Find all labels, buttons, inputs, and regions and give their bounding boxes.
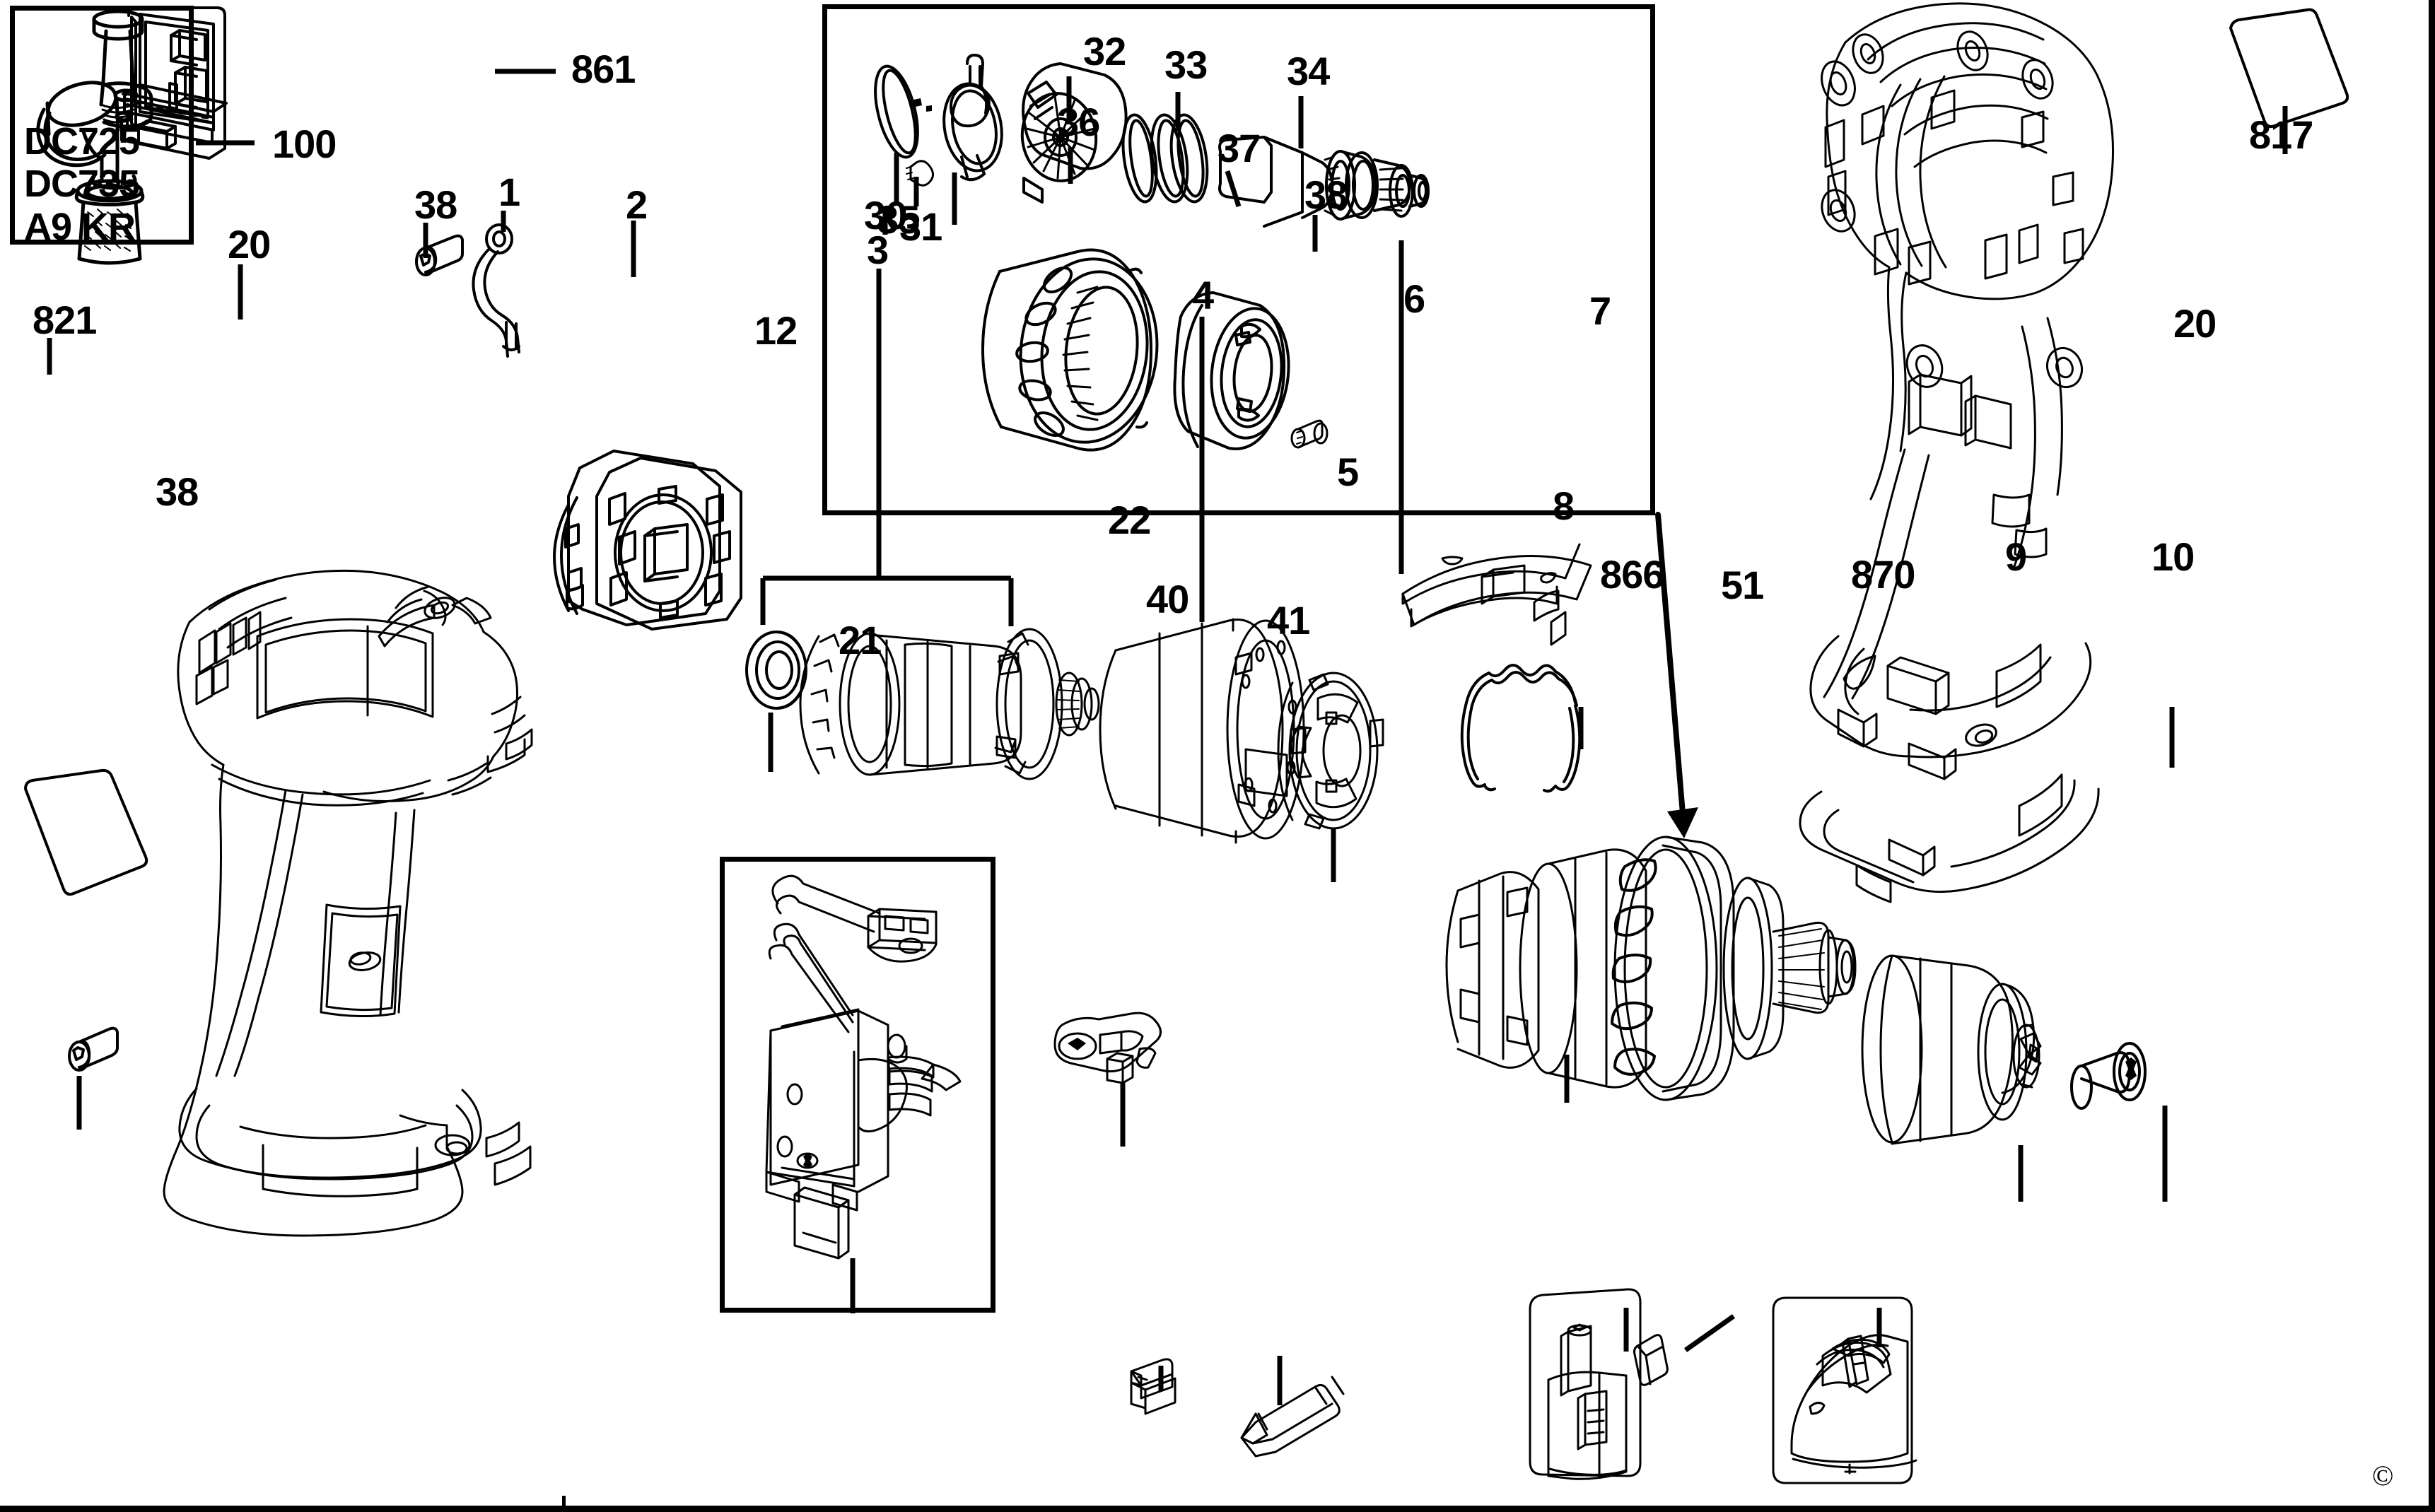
part-5-end-plate xyxy=(1278,673,1383,828)
part-12-bearing xyxy=(747,632,806,708)
part-8-gearbox xyxy=(1447,837,1855,1100)
callout-2: 2 xyxy=(626,182,648,227)
callout-7: 7 xyxy=(1589,288,1611,333)
callout-821: 821 xyxy=(33,298,97,342)
callout-20: 20 xyxy=(2173,301,2217,346)
callout-1: 1 xyxy=(498,170,520,214)
part-35-setscrew xyxy=(906,161,933,186)
sheet-right-border xyxy=(2429,0,2435,1512)
part-51-terminal-cover xyxy=(1635,1335,1668,1385)
callout-34: 34 xyxy=(1287,49,1330,93)
part-9-chuck xyxy=(1862,956,2040,1144)
part-30-washer xyxy=(868,62,932,162)
model-line-3: A9 KR xyxy=(24,205,136,248)
callout-38: 38 xyxy=(156,469,199,514)
callout-10: 10 xyxy=(2151,534,2195,579)
callout-12: 12 xyxy=(754,308,798,353)
part-866-battery xyxy=(1530,1289,1640,1479)
callout-8: 8 xyxy=(1553,484,1575,528)
callout-35: 35 xyxy=(877,197,920,242)
callout-38: 38 xyxy=(414,182,457,227)
callout-40: 40 xyxy=(1146,577,1189,621)
callout-4: 4 xyxy=(1192,273,1214,317)
callout-6: 6 xyxy=(1403,276,1425,321)
callout-41: 41 xyxy=(1267,598,1310,643)
sheet-bottom-tick xyxy=(562,1496,566,1506)
inset-to-part8-arrow xyxy=(1658,515,1698,838)
leader-lines xyxy=(49,71,2285,1405)
callout-817: 817 xyxy=(2249,112,2313,157)
part-870-charger xyxy=(1773,1298,1916,1483)
part-36-ring-gear xyxy=(983,250,1166,450)
callout-51: 51 xyxy=(1721,563,1764,607)
callout-870: 870 xyxy=(1851,552,1915,597)
copyright-symbol: © xyxy=(2372,1460,2394,1492)
part-40-bit-clip xyxy=(1131,1359,1175,1414)
part-21-switch xyxy=(766,876,960,1258)
callout-3: 3 xyxy=(867,228,889,272)
part-2-brush-holder xyxy=(554,451,741,629)
part-34-spindle xyxy=(1220,137,1428,226)
model-line-2: DC735 xyxy=(24,163,140,206)
part-821-nameplate xyxy=(25,770,146,894)
callout-5: 5 xyxy=(1337,450,1359,494)
model-variant-text: DC725 DC735 A9 KR xyxy=(24,120,140,248)
part-100-side-handle xyxy=(38,11,151,263)
callout-32: 32 xyxy=(1083,29,1126,74)
callout-9: 9 xyxy=(2005,534,2027,579)
model-line-1: DC725 xyxy=(24,120,140,163)
part-4-field-case xyxy=(1100,619,1304,843)
callout-33: 33 xyxy=(1164,42,1208,87)
part-7-spring-clip xyxy=(1462,665,1580,791)
part-37-bearing-housing xyxy=(1174,293,1295,449)
part-6-selector-cover xyxy=(1403,544,1591,645)
part-20-housing-right xyxy=(1800,4,2113,902)
part-817-label xyxy=(2231,10,2347,127)
callout-31: 31 xyxy=(899,204,942,249)
callout-861: 861 xyxy=(571,47,636,91)
callout-20: 20 xyxy=(228,222,271,266)
switch-assembly-inset xyxy=(720,857,995,1313)
sheet-bottom-border xyxy=(0,1506,2435,1512)
callout-100: 100 xyxy=(272,122,337,166)
callout-37: 37 xyxy=(1218,126,1261,170)
part-32-fan xyxy=(1017,64,1126,202)
callout-21: 21 xyxy=(839,618,882,662)
part-1-wire-clip xyxy=(473,225,519,356)
callout-22: 22 xyxy=(1108,498,1151,542)
part-3-motor xyxy=(800,629,1099,779)
part-10-chuck-screw xyxy=(2072,1043,2145,1108)
callout-30: 30 xyxy=(864,193,907,238)
part-41-bit xyxy=(1242,1377,1343,1456)
part-22-reverse-lever xyxy=(1055,1013,1161,1083)
part-38-screw-inset xyxy=(1292,421,1327,447)
callout-866: 866 xyxy=(1600,552,1664,597)
gearbox-detail-inset xyxy=(822,4,1655,515)
model-variant-inset xyxy=(10,6,194,245)
part-38-screw-left xyxy=(69,1028,117,1070)
callout-36: 36 xyxy=(1057,100,1100,144)
callout-38: 38 xyxy=(1304,172,1348,217)
part-31-spring xyxy=(938,55,1008,180)
part-20-housing-left xyxy=(164,570,532,1236)
part-33-shims xyxy=(1119,112,1213,204)
